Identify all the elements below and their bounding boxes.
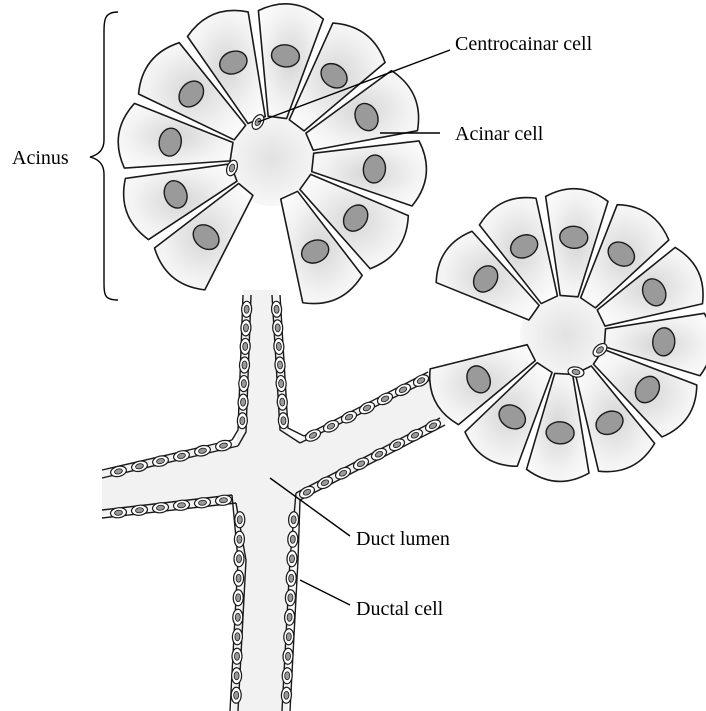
ductal-cell-nucleus	[243, 324, 248, 332]
ductal-cell-nucleus	[114, 510, 123, 516]
centroacinar-cell-label: Centrocainar cell	[455, 33, 593, 55]
ductal-cell-nucleus	[237, 516, 242, 524]
ductal-cell-nucleus	[234, 672, 239, 680]
ductal-cell-nucleus	[277, 361, 282, 369]
ductal-cell-nucleus	[241, 379, 246, 387]
ductal-cell-nucleus	[177, 502, 186, 508]
ductal-cell-nucleus	[234, 652, 239, 660]
ductal-cell-nucleus	[289, 574, 294, 582]
lower-right-acinus	[430, 189, 706, 482]
ductal-cell-nucleus	[242, 361, 247, 369]
ductal-cell-nucleus	[156, 505, 165, 511]
ductal-cell-nucleus	[235, 613, 240, 621]
ductal-cell-nucleus	[244, 305, 249, 313]
ductal-cell-nucleus	[275, 324, 280, 332]
duct-lumen-label: Duct lumen	[356, 528, 450, 550]
ductal-cell-nucleus	[281, 417, 286, 425]
ductal-cell-nucleus	[234, 691, 239, 699]
ductal-cell-nucleus	[291, 516, 296, 524]
ductal-cell-nucleus	[198, 500, 207, 506]
acinar-cell-label: Acinar cell	[455, 123, 544, 145]
ductal-cell-nucleus	[135, 507, 144, 513]
ductal-cell-nucleus	[236, 594, 241, 602]
ductal-leader	[300, 580, 350, 605]
ductal-cell-nucleus	[280, 398, 285, 406]
ductal-cell-nucleus	[290, 535, 295, 543]
upper-acinus	[118, 4, 426, 304]
acinus-label: Acinus	[12, 147, 69, 169]
ductal-cell-nucleus	[287, 613, 292, 621]
ductal-cell-nucleus	[285, 672, 290, 680]
ductal-cell-nucleus	[243, 342, 248, 350]
ductal-cell-nucleus	[286, 633, 291, 641]
ductal-cell-nucleus	[237, 535, 242, 543]
acinus-brace	[90, 12, 118, 300]
ductal-cell-nucleus	[219, 497, 228, 503]
ductal-cell-nucleus	[236, 574, 241, 582]
ductal-cell-nucleus	[274, 305, 279, 313]
ductal-cell-nucleus	[240, 417, 245, 425]
ductal-cell-nucleus	[285, 652, 290, 660]
ductal-cell-nucleus	[235, 633, 240, 641]
ductal-cell-nucleus	[284, 691, 289, 699]
ductal-cell-label: Ductal cell	[356, 598, 444, 620]
ductal-cell-nucleus	[289, 555, 294, 563]
ductal-cell-nucleus	[278, 379, 283, 387]
ductal-cell-nucleus	[288, 594, 293, 602]
ductal-cell-nucleus	[240, 398, 245, 406]
ductal-cell-nucleus	[276, 342, 281, 350]
ductal-cell-nucleus	[236, 555, 241, 563]
